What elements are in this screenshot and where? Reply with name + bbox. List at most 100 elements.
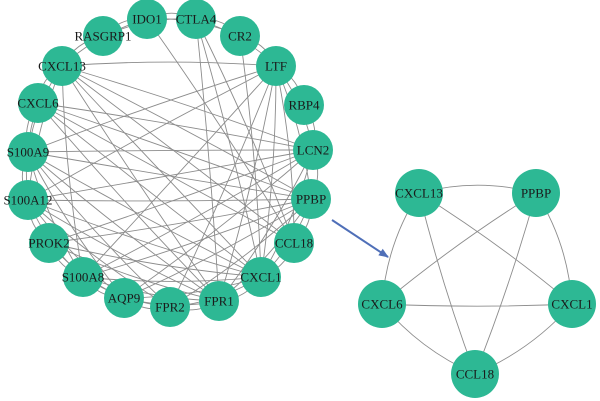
small-network-edge-cxcl1-cxcl6: [381, 303, 573, 307]
large-network-edge-cxcl13-s100a8: [61, 65, 84, 278]
large-network-edge-cxcl13-cxcl1: [61, 65, 262, 278]
large-network-node-s100a9: S100A9: [7, 132, 50, 172]
large-network-edge-s100a8-lcn2: [82, 149, 314, 278]
large-network-edge-s100a12-lcn2: [27, 149, 314, 201]
large-network-node-label: CXCL13: [38, 59, 86, 74]
large-network-node-circle: [83, 16, 123, 56]
large-network-node-circle: [241, 257, 281, 297]
large-network-edge-s100a8-cxcl1: [82, 276, 262, 282]
large-network-node-label: AQP9: [108, 291, 141, 306]
zoom-arrow: [331, 219, 389, 258]
large-network-edge-cxcl6-lcn2: [37, 102, 314, 151]
large-network-edge-s100a9-lcn2: [27, 149, 314, 153]
large-network-node-circle: [104, 278, 144, 318]
large-network-edge-s100a12-ppbp: [27, 198, 312, 202]
large-network-node-label: FPR1: [204, 294, 234, 309]
large-network-edge-s100a12-cxcl1: [27, 199, 262, 278]
large-network-node-circle: [274, 223, 314, 263]
large-network-node-circle: [63, 257, 103, 297]
large-network-node-label: CR2: [228, 29, 252, 44]
large-network-edge-ccl18-ltf: [275, 65, 295, 244]
large-network-node-label: CXCL6: [17, 96, 59, 111]
large-network-edge-cxcl6-ccl18: [37, 102, 295, 244]
large-network-node-label: IDO1: [132, 12, 162, 27]
large-network-node-circle: [29, 223, 69, 263]
large-network-node-cxcl6: CXCL6: [17, 83, 59, 123]
large-network-node-ccl18: CCL18: [274, 223, 314, 263]
large-network-node-circle: [256, 46, 296, 86]
large-network-node-circle: [293, 130, 333, 170]
large-network-edge-prok2-lcn2: [48, 149, 314, 244]
large-network-node-lcn2: LCN2: [293, 130, 333, 170]
large-network-edge-prok2-fpr1: [48, 242, 220, 302]
small-network-node-label: CXCL13: [395, 186, 443, 201]
large-network-edge-s100a12-fpr2: [27, 199, 171, 308]
large-network-node-rbp4: RBP4: [284, 85, 324, 125]
large-network-edge-ccl18-ctla4: [195, 18, 295, 244]
large-network-edge-cxcl6-fpr1: [37, 102, 220, 302]
large-network-node-aqp9: AQP9: [104, 278, 144, 318]
small-network-node-circle: [451, 350, 499, 398]
small-network-node-cxcl6: CXCL6: [358, 280, 406, 328]
large-network-edge-s100a8-ppbp: [82, 198, 312, 278]
large-network-node-prok2: PROK2: [28, 223, 70, 263]
large-network-node-label: RASGRP1: [74, 29, 131, 44]
large-network-node-s100a8: S100A8: [62, 257, 104, 297]
large-network-node-circle: [42, 46, 82, 86]
large-network-node-cr2: CR2: [220, 16, 260, 56]
large-network-edge-s100a9-aqp9: [27, 151, 125, 299]
large-network-edge-fpr1-ltf: [218, 65, 277, 302]
small-network-node-label: CXCL6: [361, 297, 403, 312]
large-network-edge-fpr1-lcn2: [218, 149, 314, 302]
large-network-edge-s100a9-fpr2: [27, 151, 171, 308]
large-network-node-label: LCN2: [297, 143, 330, 158]
large-network-node-circle: [291, 179, 331, 219]
small-network-node-circle: [358, 280, 406, 328]
large-network-edge-s100a9-cxcl1: [27, 151, 262, 278]
small-network-node-label: CCL18: [456, 367, 494, 382]
large-network-node-label: CTLA4: [176, 12, 217, 27]
large-network-edge-cxcl13-ltf: [61, 61, 277, 67]
small-network-node-circle: [512, 169, 560, 217]
large-network-node-circle: [8, 132, 48, 172]
large-network-node-label: FPR2: [155, 300, 185, 315]
large-network-node-cxcl13: CXCL13: [38, 46, 86, 86]
large-network-edge-fpr2-ppbp: [169, 198, 312, 308]
large-network-node-label: S100A12: [3, 193, 52, 208]
large-network-edge-cxcl1-ctla4: [195, 18, 262, 278]
large-network-node-ppbp: PPBP: [291, 179, 331, 219]
large-network-edge-cxcl1-cr2: [239, 35, 262, 278]
large-network-edge-ccl18-ido1: [146, 18, 295, 244]
large-network-node-cxcl1: CXCL1: [240, 257, 282, 297]
large-network-edge-aqp9-ppbp: [123, 198, 312, 299]
large-network-node-label: CXCL1: [240, 270, 281, 285]
large-network-node-circle: [150, 287, 190, 327]
large-network-edge-prok2-ppbp: [48, 198, 312, 244]
large-network-node-label: CCL18: [275, 236, 313, 251]
large-network-edge-s100a12-fpr1: [27, 199, 220, 302]
small-network-node-ccl18: CCL18: [451, 350, 499, 398]
large-network-node-ctla4: CTLA4: [176, 0, 217, 39]
large-network-node-label: PROK2: [28, 236, 69, 251]
large-network-node-ido1: IDO1: [127, 0, 167, 39]
large-network-edge-fpr2-ltf: [169, 65, 277, 308]
large-network-node-label: S100A9: [7, 145, 50, 160]
large-network-node-fpr1: FPR1: [199, 281, 239, 321]
large-network-edge-s100a12-ltf: [27, 65, 277, 201]
large-network-edge-cxcl13-ccl18: [61, 65, 295, 244]
small-network-node-cxcl1: CXCL1: [548, 280, 596, 328]
large-network-node-circle: [8, 180, 48, 220]
large-network-node-fpr2: FPR2: [150, 287, 190, 327]
large-network-node-circle: [284, 85, 324, 125]
large-network-edge-prok2-cxcl1: [48, 242, 262, 278]
large-network-node-circle: [18, 83, 58, 123]
large-network-node-circle: [176, 0, 216, 39]
large-network-node-rasgrp1: RASGRP1: [74, 16, 132, 56]
small-network-edge-ppbp-ccl18: [474, 192, 537, 375]
small-network-node-label: CXCL1: [551, 297, 592, 312]
large-network-edge-cxcl13-ppbp: [61, 65, 312, 200]
large-network-node-ltf: LTF: [256, 46, 296, 86]
large-network-edge-s100a8-ltf: [82, 65, 277, 278]
